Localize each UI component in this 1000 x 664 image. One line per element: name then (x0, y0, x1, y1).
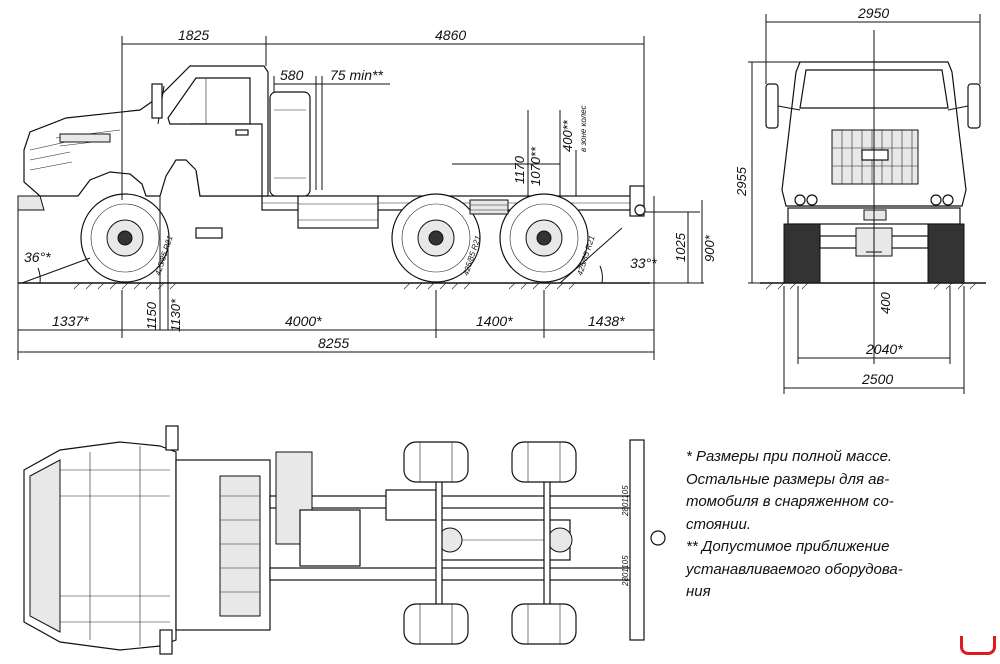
bogie-spring (469, 199, 509, 215)
right-headlight (930, 194, 942, 206)
dim-1150: 1150 (144, 301, 159, 330)
left-tyre (783, 223, 821, 284)
side-dimension-lines (17, 36, 704, 360)
dim-angle-rear: 33°* (630, 255, 657, 271)
dim-580: 580 (280, 67, 304, 83)
dim-900: 900* (702, 234, 717, 262)
ground-hatch (73, 282, 576, 290)
dim-1025: 1025 (673, 232, 688, 262)
dim-chassis-length: 4860 (435, 27, 466, 43)
front-view: 2950 2955 400 2040* 2500 (734, 5, 986, 394)
left-headlight (794, 194, 806, 206)
top-hood (23, 441, 177, 651)
top-frame-rail-upper (269, 495, 643, 509)
corner-mark (960, 636, 996, 655)
right-tyre (927, 223, 965, 284)
dim-cab-length: 1825 (178, 27, 209, 43)
dim-1130: 1130* (168, 298, 183, 332)
top-wheel-rear-right (511, 603, 577, 645)
dim-overhang-front: 1337* (52, 313, 89, 329)
dim-400: 400** (560, 119, 575, 152)
side-mirror (151, 83, 163, 119)
top-air-intake (275, 451, 313, 545)
front-bumper (17, 195, 45, 211)
dim-overall-length: 8255 (318, 335, 349, 351)
middle-wheel (391, 193, 481, 283)
dim-width-mirrors: 2950 (857, 5, 889, 21)
top-rear-crossmember (629, 439, 645, 641)
dim-track: 2040* (865, 341, 903, 357)
cab-window (167, 77, 251, 125)
top-ref-upper: 2801105 (621, 485, 630, 517)
wheel-zone-label: в зоне колес (579, 106, 588, 152)
top-tow-hitch (650, 530, 666, 546)
top-view: 2801105 2801105 (23, 425, 666, 655)
dim-height: 2955 (734, 166, 749, 197)
dim-75-min: 75 min** (330, 67, 383, 83)
dim-clearance: 400 (878, 292, 893, 314)
dim-1170: 1170 (512, 155, 527, 184)
top-frame-rail-lower (269, 567, 643, 581)
note-line: ** Допустимое приближение (686, 538, 890, 555)
top-wheel-mid-right (403, 603, 469, 645)
note-line: * Размеры при полной массе. (686, 448, 893, 465)
rear-wheel (499, 193, 589, 283)
dim-width: 2500 (861, 371, 893, 387)
top-mirror-right (159, 629, 173, 655)
note-line: устанавливаемого оборудова- (686, 560, 903, 578)
front-dimension-lines (748, 14, 981, 394)
cab-step (195, 227, 223, 239)
note-line: Остальные размеры для ав- (686, 470, 890, 488)
dim-angle-front: 36°* (24, 249, 51, 265)
top-wheel-mid-left (403, 441, 469, 483)
dim-bogie: 1400* (476, 313, 513, 329)
air-intake (269, 91, 311, 197)
note-line: ния (686, 583, 711, 600)
right-mirror (967, 83, 981, 129)
dim-wheelbase: 4000* (285, 313, 322, 329)
top-ref-lower: 2801105 (621, 555, 630, 587)
notes-block: * Размеры при полной массе. Остальные ра… (686, 446, 986, 604)
front-wheel (80, 193, 170, 283)
top-mirror-left (165, 425, 179, 451)
dim-overhang-rear: 1438* (588, 313, 625, 329)
note-line: стоянии. (686, 515, 751, 533)
left-mirror (765, 83, 779, 129)
fuel-tank (297, 195, 379, 229)
note-line: томобиля в снаряженном со- (686, 493, 894, 510)
dim-1070: 1070** (528, 146, 543, 186)
brand-badge (861, 149, 889, 161)
side-view: 425/85 R21 425/85 R21 425/85 R21 (17, 27, 717, 360)
top-wheel-rear-left (511, 441, 577, 483)
